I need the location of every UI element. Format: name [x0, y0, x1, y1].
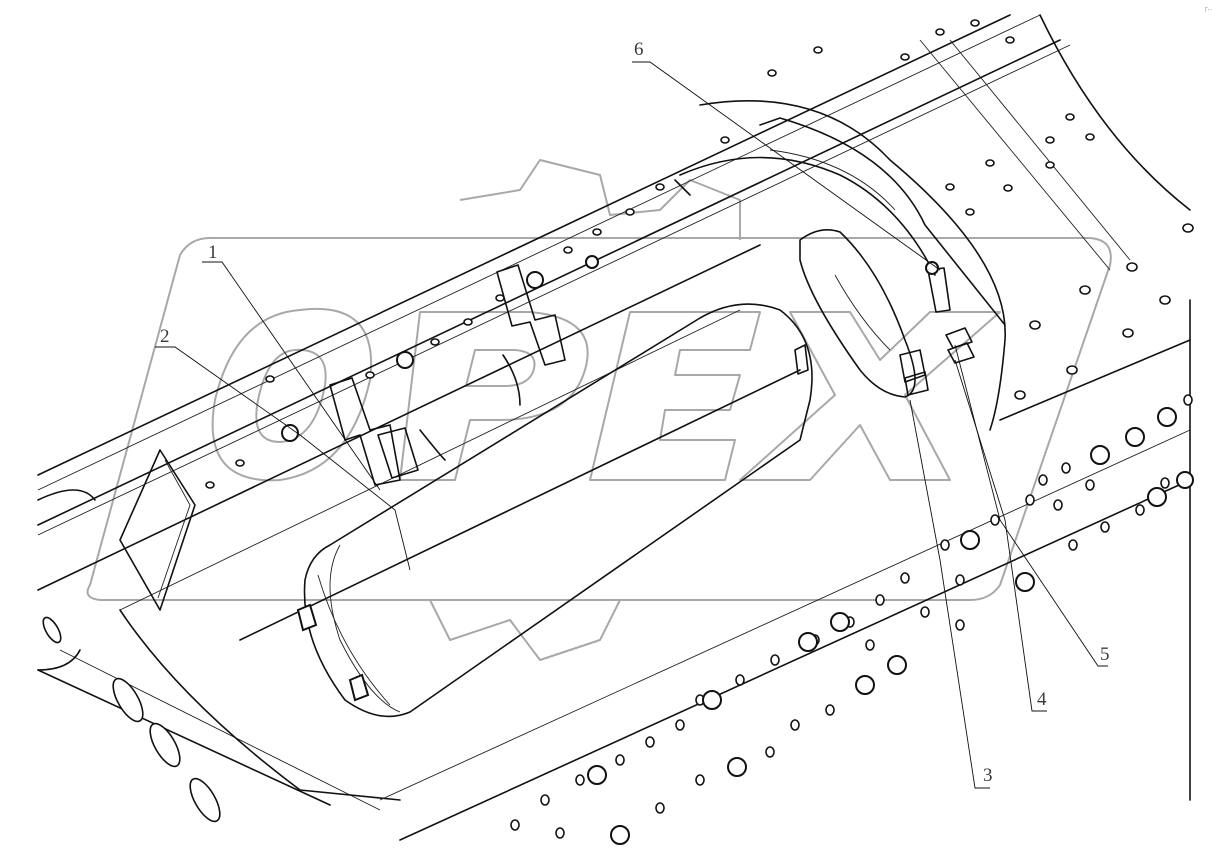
callout-2: 2 [160, 326, 170, 347]
rail-holes-lower [510, 394, 1193, 839]
callout-4: 4 [1037, 689, 1047, 710]
callout-6: 6 [634, 39, 644, 60]
clamp-ring [799, 229, 975, 398]
mounting-brackets [329, 264, 566, 486]
flange-nuts [281, 255, 1194, 845]
frame-rail [37, 14, 1191, 841]
end-panel [119, 449, 196, 611]
cable [37, 489, 96, 671]
rail-holes-upper [205, 19, 1194, 489]
callout-3: 3 [983, 765, 993, 786]
watermark-logo [86, 159, 1112, 661]
air-reservoir-tank [296, 303, 813, 718]
leader-lines [155, 61, 1108, 789]
clamp-strap-shield [674, 100, 1006, 431]
callout-1: 1 [208, 242, 218, 263]
corner-mark: ┌‥ [1203, 4, 1212, 12]
callout-5: 5 [1100, 644, 1110, 665]
